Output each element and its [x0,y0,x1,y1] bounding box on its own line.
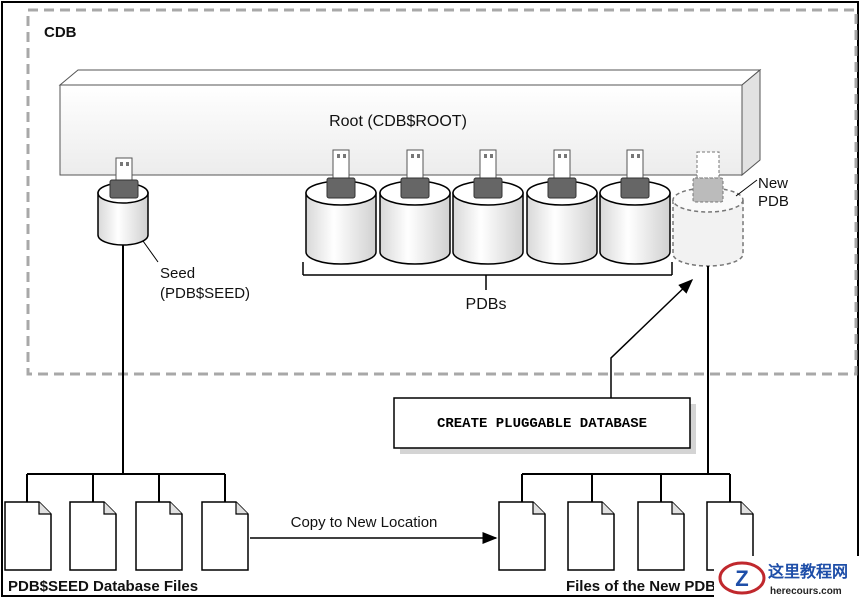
cdb-container [26,8,858,376]
pdbs-bracket [302,262,673,290]
seed-files-label: PDB$SEED Database Files [8,578,198,595]
new-files-tree [521,473,731,502]
new-pdb-cylinder [672,151,744,267]
pdb-cylinders [305,149,671,265]
file-icon [4,501,52,571]
pdb-cylinder [305,149,377,265]
new-files [498,501,754,571]
command-arrow [610,278,694,398]
pdbs-label: PDBs [466,296,507,313]
file-icon [498,501,546,571]
watermark-text-en: herecours.com [770,586,842,597]
command-box [393,397,691,449]
pdb-cylinder [526,149,598,265]
seed-files-tree [26,473,226,502]
seed-label-line2: (PDB$SEED) [160,285,250,302]
pdb-cylinder [599,149,671,265]
watermark-logo-letter: Z [735,566,748,591]
watermark-text-cn: 这里教程网 [768,562,848,581]
file-icon [135,501,183,571]
cdb-label: CDB [44,24,77,41]
new-pdb-label-leader [735,179,758,197]
root-label: Root (CDB$ROOT) [329,113,467,130]
seed-files [4,501,249,571]
file-icon [201,501,249,571]
new-pdb-label-line2: PDB [758,193,789,210]
new-pdb-label-line1: New [758,175,788,192]
command-label: CREATE PLUGGABLE DATABASE [437,416,647,432]
copy-label: Copy to New Location [291,514,438,531]
pdb-cylinder [379,149,451,265]
file-icon [637,501,685,571]
seed-label-leader [142,240,159,263]
seed-plug-icon [109,157,139,199]
root-container: Root (CDB$ROOT) [58,68,762,177]
file-icon [706,501,754,571]
new-files-label: Files of the New PDB [566,578,716,595]
watermark-logo: Z 这里教程网 herecours.com [714,556,860,598]
seed-label-line1: Seed [160,265,195,282]
file-icon [69,501,117,571]
file-icon [567,501,615,571]
pdb-cylinder [452,149,524,265]
